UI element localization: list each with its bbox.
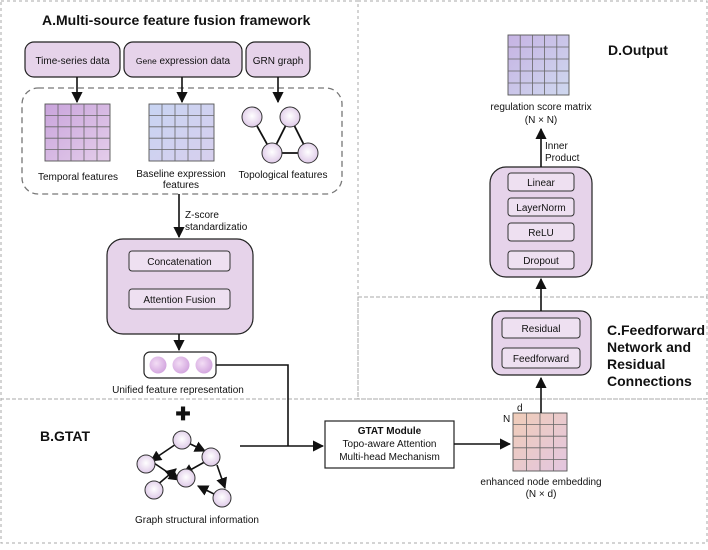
panel-a-region <box>0 0 359 400</box>
svg-text:Connections: Connections <box>607 373 692 389</box>
gtat-line-1: Topo-aware Attention <box>343 439 437 450</box>
svg-text:Gene expression data: Gene expression data <box>136 56 231 67</box>
gtat-module: GTAT Module Topo-aware Attention Multi-h… <box>324 420 455 469</box>
inner-product-label-2: Product <box>545 153 580 164</box>
panel-c-region <box>357 296 708 400</box>
panel-b-title: B.GTAT <box>40 428 90 444</box>
grn-graph-source: GRN graph <box>245 41 311 78</box>
plus-icon: ✚ <box>175 404 190 424</box>
svg-text:C.Feedforward: C.Feedforward <box>607 322 705 338</box>
embedding-dims: (N × d) <box>526 489 557 500</box>
relu-label: ReLU <box>528 228 554 239</box>
connector-unified <box>216 364 289 446</box>
output-label: regulation score matrix <box>490 102 591 113</box>
unified-feature-label: Unified feature representation <box>112 385 244 396</box>
linear-label: Linear <box>527 178 555 189</box>
svg-text:Network and: Network and <box>607 339 691 355</box>
linear-block <box>507 172 575 192</box>
zscore-label: Z-score <box>185 210 219 221</box>
attention-fusion-block <box>128 288 231 310</box>
panel-d-title: D.Output <box>608 42 668 58</box>
topological-graph-icon <box>241 106 319 164</box>
baseline-features-label: Baseline expression <box>136 169 226 180</box>
graph-structure-label: Graph structural information <box>135 515 259 526</box>
regulation-score-matrix <box>507 34 570 96</box>
embedding-n-label: N <box>503 414 510 425</box>
feedforward-module: Residual Feedforward <box>491 310 592 376</box>
gene-expression-source: Gene expression data <box>123 41 243 78</box>
concatenation-label: Concatenation <box>147 257 212 268</box>
gtat-line-2: Multi-head Mechanism <box>339 452 440 463</box>
attention-fusion-label: Attention Fusion <box>143 295 215 306</box>
svg-text:Time-series data: Time-series data <box>35 56 110 67</box>
baseline-features-label-2: features <box>163 180 199 191</box>
panel-c-title: C.Feedforward Network and Residual Conne… <box>607 322 705 389</box>
time-series-source: Time-series data <box>24 41 121 78</box>
concatenation-block <box>128 250 231 272</box>
dropout-label: Dropout <box>523 256 559 267</box>
gtat-title: GTAT Module <box>358 426 422 437</box>
embedding-d-label: d <box>517 403 523 414</box>
feedforward-block <box>501 347 581 369</box>
embedding-matrix <box>512 412 568 472</box>
layernorm-block <box>507 197 575 217</box>
temporal-feature-matrix <box>44 103 111 162</box>
zscore-label-2: standardizatio <box>185 222 248 233</box>
fusion-module: Concatenation Attention Fusion <box>106 238 254 335</box>
layernorm-label: LayerNorm <box>516 203 565 214</box>
output-head-module: Linear LayerNorm ReLU Dropout <box>489 166 593 278</box>
topological-features-label: Topological features <box>239 170 328 181</box>
residual-label: Residual <box>522 324 561 335</box>
temporal-features-label: Temporal features <box>38 172 118 183</box>
output-dims: (N × N) <box>525 115 558 126</box>
panel-b-region <box>0 398 708 544</box>
feedforward-label: Feedforward <box>513 354 569 365</box>
graph-structure-icon <box>136 430 232 508</box>
dropout-block <box>507 250 575 270</box>
svg-text:GRN graph: GRN graph <box>253 56 304 67</box>
baseline-feature-matrix <box>148 103 215 162</box>
panel-d-region <box>357 0 708 298</box>
residual-block <box>501 317 581 339</box>
panel-a-title: A.Multi-source feature fusion framework <box>42 12 311 28</box>
embedding-label: enhanced node embedding <box>480 477 601 488</box>
relu-block <box>507 222 575 242</box>
unified-feature-vector <box>143 351 217 379</box>
svg-text:Residual: Residual <box>607 356 665 372</box>
inner-product-label: Inner <box>545 141 568 152</box>
